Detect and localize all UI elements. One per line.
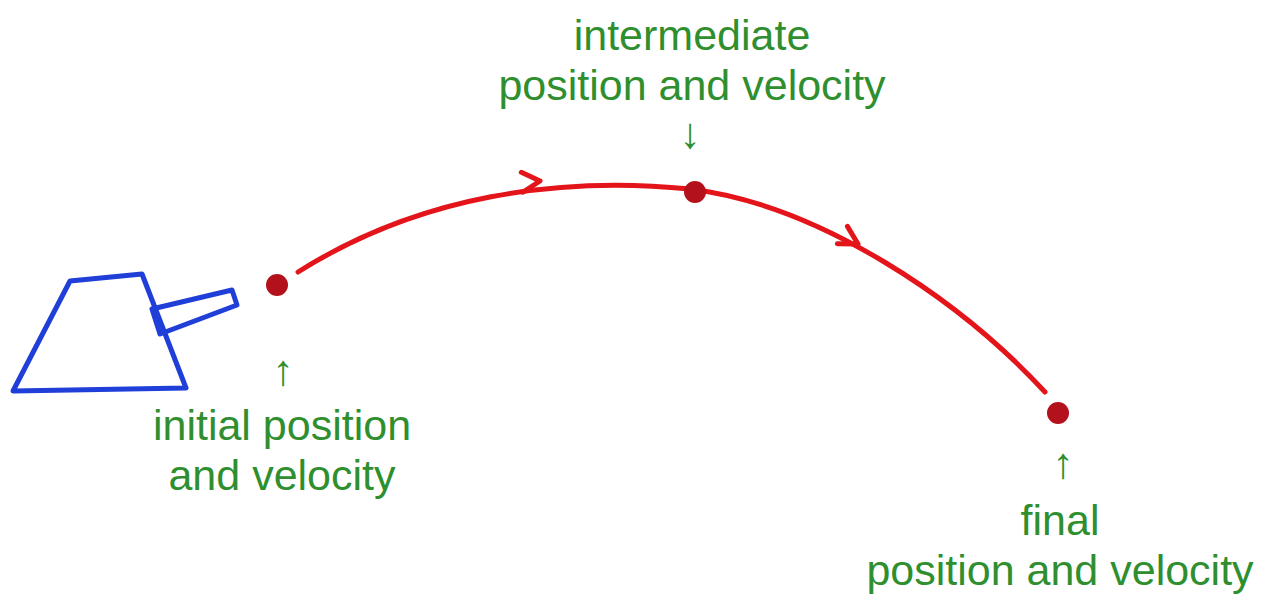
position-dot <box>266 274 288 296</box>
cannon-barrel <box>152 290 237 334</box>
trajectory <box>298 185 1045 392</box>
pointer-arrow: ↑ <box>1052 438 1074 488</box>
position-label: final position and velocity <box>866 495 1253 595</box>
position-label: initial position and velocity <box>153 400 411 500</box>
cannon <box>13 274 237 391</box>
trajectory-arrowhead <box>837 226 863 252</box>
pointer-arrow: ↑ <box>272 345 294 395</box>
pointer-arrow: ↓ <box>679 108 701 158</box>
position-dot <box>684 181 706 203</box>
position-dot <box>1047 402 1069 424</box>
position-label: intermediate position and velocity <box>498 10 885 110</box>
trajectory-arrowhead <box>521 171 540 192</box>
